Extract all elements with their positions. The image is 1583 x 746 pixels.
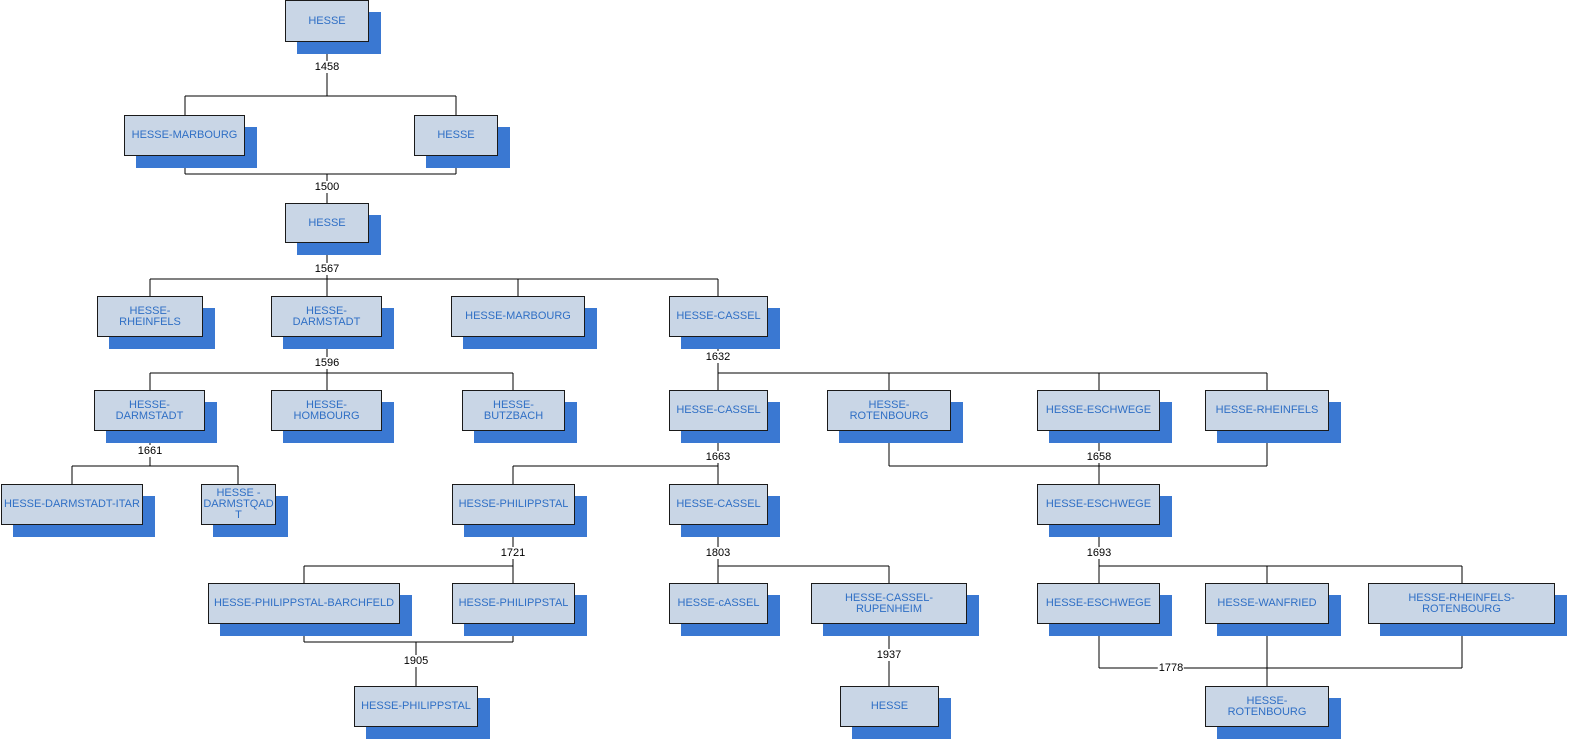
node-darmstqad[interactable]: HESSE - DARMSTQAD T — [201, 484, 288, 537]
node-label: HESSE-CASSEL — [669, 484, 768, 525]
node-darm1[interactable]: HESSE-DARMSTADT — [271, 296, 394, 349]
node-label: HESSE-DARMSTADT — [94, 390, 205, 431]
node-label: HESSE-MARBOURG — [124, 115, 245, 156]
node-rhein2[interactable]: HESSE-RHEINFELS — [1205, 390, 1341, 443]
node-butz[interactable]: HESSE-BUTZBACH — [462, 390, 577, 443]
year-label: 1693 — [1085, 547, 1113, 559]
node-label: HESSE-DARMSTADT — [271, 296, 382, 337]
node-label: HESSE-ROTENBOURG — [1205, 686, 1329, 727]
node-rhein1[interactable]: HESSE-RHEINFELS — [97, 296, 215, 349]
node-rrot[interactable]: HESSE-RHEINFELS-ROTENBOURG — [1368, 583, 1567, 636]
year-label: 1567 — [313, 263, 341, 275]
node-cassel4[interactable]: HESSE-cASSEL — [669, 583, 780, 636]
year-label: 1778 — [1157, 662, 1185, 674]
node-label: HESSE-PHILIPPSTAL — [354, 686, 478, 727]
year-label: 1663 — [704, 451, 732, 463]
node-label: HESSE-CASSEL — [669, 296, 768, 337]
node-label: HESSE-RHEINFELS-ROTENBOURG — [1368, 583, 1555, 624]
node-label: HESSE-RHEINFELS — [97, 296, 203, 337]
node-label: HESSE-BUTZBACH — [462, 390, 565, 431]
node-label: HESSE-ROTENBOURG — [827, 390, 951, 431]
node-label: HESSE — [414, 115, 498, 156]
node-label: HESSE-ESCHWEGE — [1037, 583, 1160, 624]
node-marb1[interactable]: HESSE-MARBOURG — [124, 115, 257, 168]
node-cassel1[interactable]: HESSE-CASSEL — [669, 296, 780, 349]
node-cassel2[interactable]: HESSE-CASSEL — [669, 390, 780, 443]
node-label: HESSE — [285, 203, 369, 243]
year-label: 1658 — [1085, 451, 1113, 463]
node-phil1[interactable]: HESSE-PHILIPPSTAL — [452, 484, 587, 537]
node-cassel3[interactable]: HESSE-CASSEL — [669, 484, 780, 537]
node-label: HESSE-RHEINFELS — [1205, 390, 1329, 431]
node-hesse-root[interactable]: HESSE — [285, 0, 381, 54]
node-hesse2[interactable]: HESSE — [414, 115, 510, 168]
year-label: 1803 — [704, 547, 732, 559]
node-label: HESSE-DARMSTADT-ITAR — [1, 484, 143, 525]
node-label: HESSE-ESCHWEGE — [1037, 484, 1160, 525]
node-itar[interactable]: HESSE-DARMSTADT-ITAR — [1, 484, 155, 537]
year-label: 1500 — [313, 181, 341, 193]
node-label: HESSE-PHILIPPSTAL — [452, 583, 575, 624]
year-label: 1596 — [313, 357, 341, 369]
node-homb[interactable]: HESSE-HOMBOURG — [271, 390, 394, 443]
node-label: HESSE-PHILIPPSTAL-BARCHFELD — [208, 583, 400, 624]
year-label: 1721 — [499, 547, 527, 559]
node-label: HESSE-CASSEL-RUPENHEIM — [811, 583, 967, 624]
year-label: 1632 — [704, 351, 732, 363]
node-wanf[interactable]: HESSE-WANFRIED — [1205, 583, 1341, 636]
node-phil3[interactable]: HESSE-PHILIPPSTAL — [354, 686, 490, 739]
node-label: HESSE-WANFRIED — [1205, 583, 1329, 624]
node-eschw2[interactable]: HESSE-ESCHWEGE — [1037, 484, 1172, 537]
node-phil2[interactable]: HESSE-PHILIPPSTAL — [452, 583, 587, 636]
node-hesse3[interactable]: HESSE — [285, 203, 381, 255]
node-label: HESSE-HOMBOURG — [271, 390, 382, 431]
node-eschw3[interactable]: HESSE-ESCHWEGE — [1037, 583, 1172, 636]
node-label: HESSE-cASSEL — [669, 583, 768, 624]
node-hesse4[interactable]: HESSE — [840, 686, 951, 739]
node-roten1[interactable]: HESSE-ROTENBOURG — [827, 390, 963, 443]
node-eschw1[interactable]: HESSE-ESCHWEGE — [1037, 390, 1172, 443]
node-label: HESSE-CASSEL — [669, 390, 768, 431]
year-label: 1661 — [136, 445, 164, 457]
year-label: 1937 — [875, 649, 903, 661]
node-rupen[interactable]: HESSE-CASSEL-RUPENHEIM — [811, 583, 979, 636]
node-barch[interactable]: HESSE-PHILIPPSTAL-BARCHFELD — [208, 583, 412, 636]
node-label: HESSE — [840, 686, 939, 727]
node-marb2[interactable]: HESSE-MARBOURG — [451, 296, 597, 349]
node-label: HESSE-MARBOURG — [451, 296, 585, 337]
node-label: HESSE-ESCHWEGE — [1037, 390, 1160, 431]
node-label: HESSE - DARMSTQAD T — [201, 484, 276, 525]
node-darm2[interactable]: HESSE-DARMSTADT — [94, 390, 217, 443]
node-label: HESSE-PHILIPPSTAL — [452, 484, 575, 525]
year-label: 1905 — [402, 655, 430, 667]
node-label: HESSE — [285, 0, 369, 42]
year-label: 1458 — [313, 61, 341, 73]
node-roten2[interactable]: HESSE-ROTENBOURG — [1205, 686, 1341, 739]
